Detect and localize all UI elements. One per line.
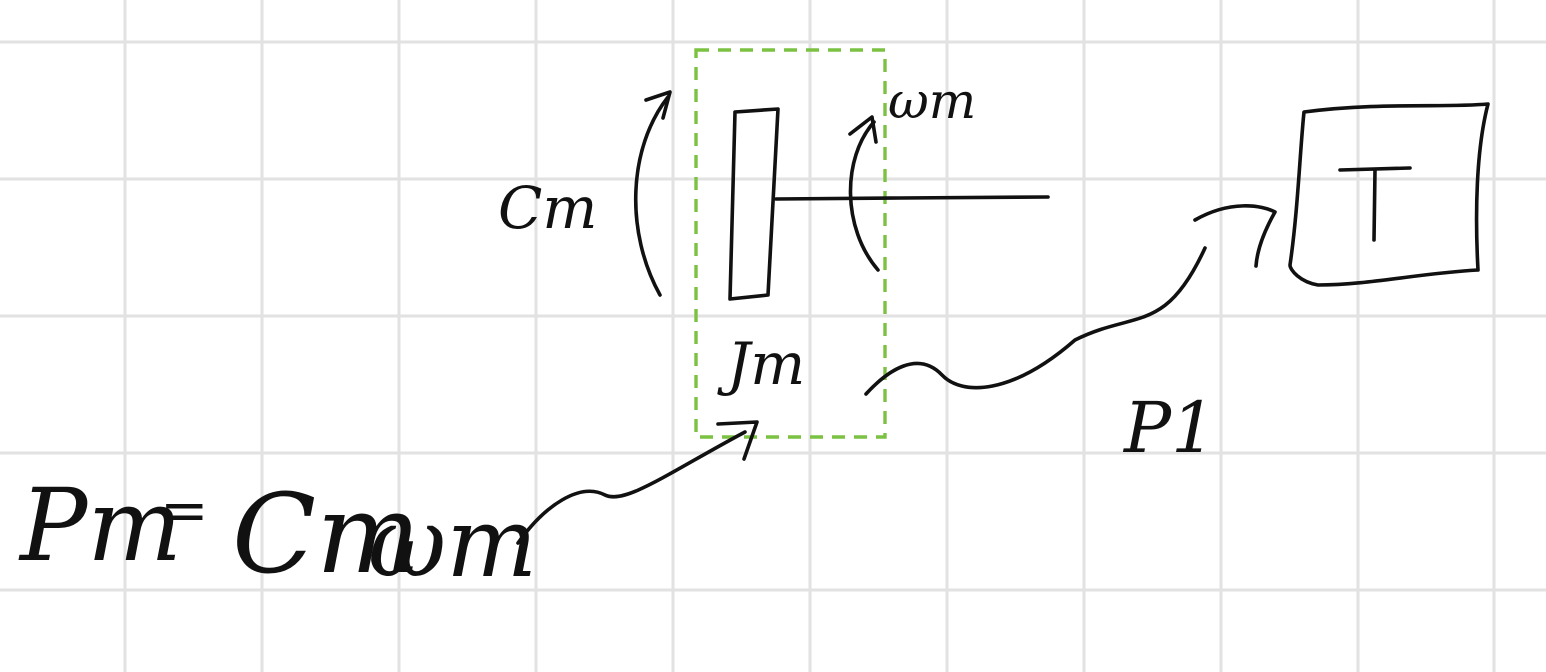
shaft-line bbox=[774, 195, 1050, 201]
rotor-disc bbox=[728, 107, 780, 301]
speed-arrow bbox=[848, 120, 880, 272]
equation-speed: ωm bbox=[368, 487, 537, 599]
input-power-arrowhead bbox=[716, 420, 759, 461]
output-power-arrow bbox=[864, 246, 1207, 396]
label-motor-inertia: Jm bbox=[717, 330, 805, 398]
equation-equals: = bbox=[160, 476, 209, 544]
load-box bbox=[1288, 102, 1490, 287]
label-load: T bbox=[1340, 231, 1342, 233]
equation-torque: Cm bbox=[232, 470, 420, 598]
input-power-arrow bbox=[516, 430, 747, 545]
label-load-power: P1 bbox=[1122, 387, 1216, 469]
equation-lhs: Pm bbox=[18, 467, 182, 584]
label-motor-speed: ωm bbox=[888, 72, 976, 130]
speed-arrowhead bbox=[848, 115, 878, 144]
system-boundary bbox=[694, 48, 887, 439]
load-symbol-T bbox=[1338, 166, 1412, 242]
torque-arrow bbox=[633, 95, 670, 297]
torque-arrowhead bbox=[644, 90, 672, 120]
output-power-tail bbox=[1193, 204, 1277, 268]
label-motor-torque: Cm bbox=[498, 174, 597, 242]
